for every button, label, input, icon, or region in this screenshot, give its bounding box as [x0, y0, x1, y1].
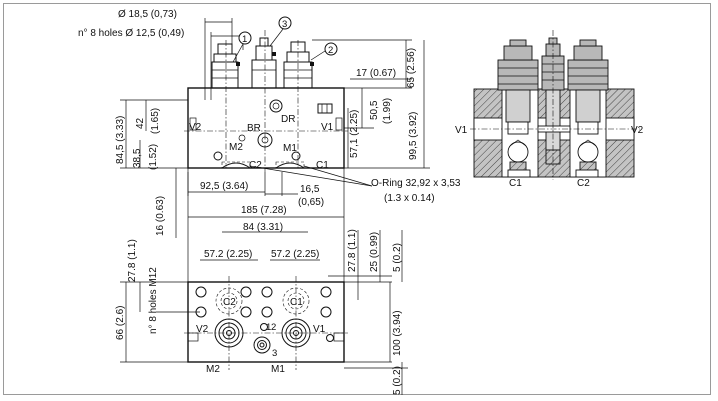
port-c1-front: C1	[316, 160, 329, 171]
callout-1-label: 1	[242, 34, 247, 45]
port-v1-top: V1	[313, 324, 326, 335]
callout-3-top: 3	[272, 348, 277, 359]
dim-1-99: (1.99)	[382, 98, 393, 124]
section-port-c1: C1	[509, 178, 522, 189]
dim-84-5: 84,5 (3.33)	[115, 116, 126, 164]
dim-92-5: 92,5 (3.64)	[200, 181, 248, 192]
dim-diameter-18-5: Ø 18,5 (0,73)	[118, 9, 177, 20]
dim-66: 66 (2.6)	[115, 306, 126, 340]
port-m1-top: M1	[271, 364, 285, 375]
holes-m12-label: n° 8 holes M12	[148, 267, 159, 334]
callout-1	[238, 31, 252, 45]
section-port-c2: C2	[577, 178, 590, 189]
dim-5-top: 5 (0.2)	[392, 243, 403, 272]
section-cartridge-right	[567, 39, 609, 173]
dim-25: 25 (0.99)	[369, 232, 380, 272]
top-view: 185 (7.28) 84 (3.31) 57.2 (2.25) 57.2 (2…	[115, 168, 408, 395]
port-m2-front: M2	[229, 142, 243, 153]
dim-1-65: (1.65)	[150, 108, 161, 134]
dim-84: 84 (3.31)	[243, 222, 283, 233]
port-br: BR	[247, 123, 261, 134]
dim-185: 185 (7.28)	[241, 205, 287, 216]
port-v2-front: V2	[189, 122, 202, 133]
front-view: Ø 18,5 (0,73) n° 8 holes Ø 12,5 (0,49) 1…	[78, 9, 461, 238]
dim-16: 16 (0.63)	[155, 196, 166, 236]
dim-57-1: 57,1 (2.25)	[349, 110, 360, 158]
port-c2-front: C2	[249, 160, 262, 171]
dim-17: 17 (0.67)	[356, 68, 396, 79]
callout-2	[324, 42, 338, 56]
dim-65: 65 (2.56)	[406, 48, 417, 88]
dim-5-bottom: 5 (0.2)	[392, 366, 403, 395]
port-m1-front: M1	[283, 143, 297, 154]
dim-57-2-right: 57.2 (2.25)	[271, 249, 319, 260]
dim-holes-12-5: n° 8 holes Ø 12,5 (0,49)	[78, 28, 184, 39]
section-view: V1 V2 C1 C2	[455, 30, 644, 189]
port-v2-top: V2	[196, 324, 209, 335]
callout-2-top: 2	[271, 322, 276, 333]
port-c2-top: C2	[223, 297, 236, 308]
callout-3-label: 3	[282, 19, 287, 30]
dim-57-2-left: 57.2 (2.25)	[204, 249, 252, 260]
section-port-v2: V2	[631, 125, 644, 136]
dim-27-8-left: 27.8 (1.1)	[127, 239, 138, 282]
dim-42: 42	[135, 117, 146, 129]
cartridge-top-center	[253, 336, 271, 354]
section-port-v1: V1	[455, 125, 468, 136]
port-dr: DR	[281, 114, 295, 125]
cartridge-center	[251, 37, 277, 89]
port-c1-top: C1	[290, 297, 303, 308]
callout-2-label: 2	[328, 45, 333, 56]
manifold-block-top	[187, 281, 345, 363]
dim-27-8-top: 27.8 (1.1)	[347, 229, 358, 272]
dim-0-65: (0,65)	[298, 197, 324, 208]
port-m2-top: M2	[206, 364, 220, 375]
dim-38-5: 38,5	[132, 148, 143, 168]
dim-1-52: (1.52)	[148, 144, 159, 170]
dim-100: 100 (3.94)	[392, 310, 403, 356]
callout-3	[278, 16, 292, 30]
oring-label: O-Ring 32,92 x 3,53	[371, 178, 461, 189]
oring-label-inch: (1.3 x 0.14)	[384, 193, 435, 204]
dim-99-5: 99,5 (3.92)	[408, 112, 419, 160]
callout-1-top: 1	[266, 322, 271, 333]
cartridge-right	[283, 41, 314, 89]
dim-50-5: 50,5	[369, 100, 380, 120]
dim-16-5: 16,5	[300, 184, 320, 195]
port-v1-front: V1	[321, 122, 334, 133]
section-cartridge-left	[497, 39, 539, 173]
